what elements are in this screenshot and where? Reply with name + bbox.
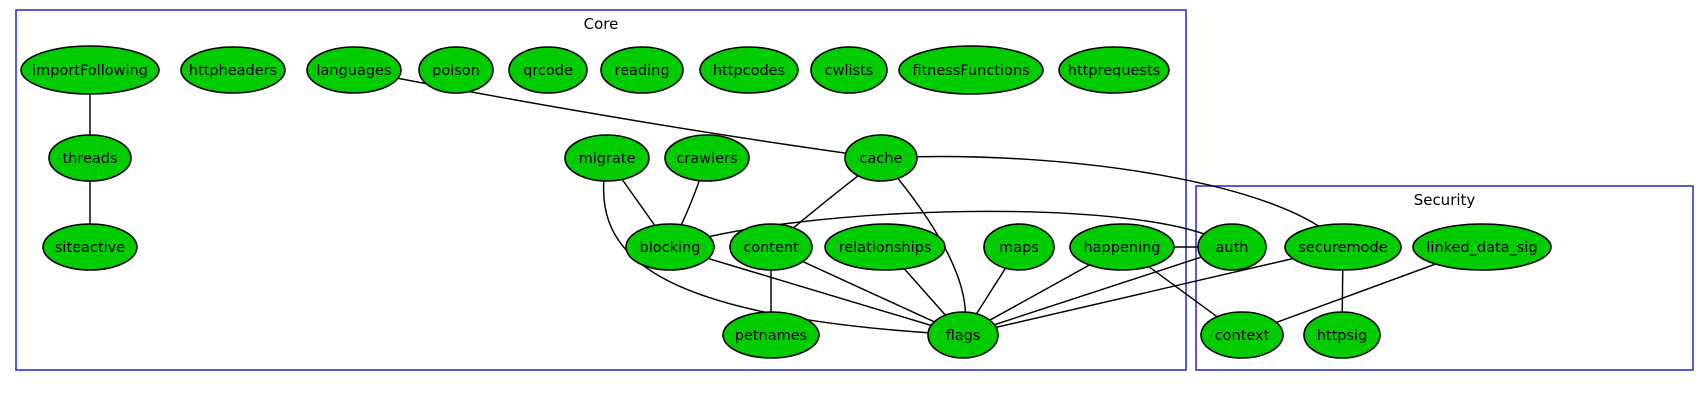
node-shape-securemode[interactable] bbox=[1284, 223, 1402, 271]
node-label-httpheaders: httpheaders bbox=[189, 63, 277, 79]
node-label-cache: cache bbox=[860, 151, 903, 167]
node-linked_data_sig[interactable]: linked_data_sig bbox=[1412, 223, 1552, 271]
node-auth[interactable]: auth bbox=[1197, 223, 1267, 271]
node-cwlists[interactable]: cwlists bbox=[810, 46, 888, 94]
edge-blocking-to-flags bbox=[669, 246, 956, 334]
node-shape-languages[interactable] bbox=[306, 46, 402, 94]
node-label-httprequests: httprequests bbox=[1068, 63, 1160, 79]
node-label-happening: happening bbox=[1083, 240, 1160, 256]
node-relationships[interactable]: relationships bbox=[824, 223, 946, 271]
edge-blocking-to-auth bbox=[670, 210, 1225, 248]
node-label-cwlists: cwlists bbox=[825, 63, 874, 79]
node-label-flags: flags bbox=[946, 328, 981, 344]
node-flags[interactable]: flags bbox=[927, 311, 999, 359]
node-label-fitnessFunctions: fitnessFunctions bbox=[912, 63, 1029, 79]
node-label-qrcode: qrcode bbox=[523, 63, 573, 79]
node-shape-context[interactable] bbox=[1200, 311, 1284, 359]
node-label-context: context bbox=[1215, 328, 1270, 344]
cluster-border-security bbox=[1195, 185, 1694, 371]
node-label-siteactive: siteactive bbox=[55, 240, 125, 256]
node-context[interactable]: context bbox=[1200, 311, 1284, 359]
node-label-maps: maps bbox=[999, 240, 1039, 256]
node-languages[interactable]: languages bbox=[306, 46, 402, 94]
node-shape-poison[interactable] bbox=[418, 46, 494, 94]
node-shape-linked_data_sig[interactable] bbox=[1412, 223, 1552, 271]
node-label-auth: auth bbox=[1216, 240, 1249, 256]
node-shape-siteactive[interactable] bbox=[42, 223, 138, 271]
node-shape-content[interactable] bbox=[729, 223, 813, 271]
node-label-languages: languages bbox=[316, 63, 391, 79]
node-shape-cache[interactable] bbox=[844, 134, 918, 182]
node-shape-petnames[interactable] bbox=[722, 311, 820, 359]
edges-layer bbox=[86, 69, 1483, 338]
node-poison[interactable]: poison bbox=[418, 46, 494, 94]
cluster-label-core: Core bbox=[584, 15, 619, 33]
node-threads[interactable]: threads bbox=[48, 134, 132, 182]
node-content[interactable]: content bbox=[729, 223, 813, 271]
node-shape-happening[interactable] bbox=[1069, 223, 1175, 271]
node-importFollowing[interactable]: importFollowing bbox=[20, 45, 160, 95]
node-happening[interactable]: happening bbox=[1069, 223, 1175, 271]
node-shape-fitnessFunctions[interactable] bbox=[898, 45, 1044, 95]
node-migrate[interactable]: migrate bbox=[564, 134, 650, 182]
node-petnames[interactable]: petnames bbox=[722, 311, 820, 359]
node-reading[interactable]: reading bbox=[600, 46, 684, 94]
node-shape-importFollowing[interactable] bbox=[20, 45, 160, 95]
node-shape-crawlers[interactable] bbox=[664, 134, 750, 182]
node-label-threads: threads bbox=[62, 151, 117, 167]
node-shape-blocking[interactable] bbox=[625, 223, 715, 271]
node-label-content: content bbox=[743, 240, 799, 256]
node-label-petnames: petnames bbox=[735, 328, 808, 344]
node-shape-reading[interactable] bbox=[600, 46, 684, 94]
cluster-border-core bbox=[15, 9, 1187, 371]
node-httpsig[interactable]: httpsig bbox=[1303, 311, 1381, 359]
cluster-core: Core bbox=[15, 9, 1187, 371]
node-label-linked_data_sig: linked_data_sig bbox=[1426, 240, 1537, 256]
edge-auth-to-flags bbox=[970, 246, 1233, 333]
node-securemode[interactable]: securemode bbox=[1284, 223, 1402, 271]
node-label-httpsig: httpsig bbox=[1317, 328, 1368, 344]
node-httpheaders[interactable]: httpheaders bbox=[180, 46, 286, 94]
node-httpcodes[interactable]: httpcodes bbox=[699, 46, 799, 94]
cluster-label-security: Security bbox=[1414, 191, 1476, 209]
node-label-relationships: relationships bbox=[839, 240, 932, 256]
edge-securemode-to-cache bbox=[889, 153, 1344, 248]
node-shape-auth[interactable] bbox=[1197, 223, 1267, 271]
node-blocking[interactable]: blocking bbox=[625, 223, 715, 271]
node-shape-httpcodes[interactable] bbox=[699, 46, 799, 94]
nodes-layer: importFollowing httpheaders languages poiso… bbox=[20, 45, 1552, 359]
node-fitnessFunctions[interactable]: fitnessFunctions bbox=[898, 45, 1044, 95]
node-shape-threads[interactable] bbox=[48, 134, 132, 182]
node-shape-qrcode[interactable] bbox=[508, 46, 588, 94]
edge-securemode-to-flags bbox=[970, 246, 1344, 335]
node-label-poison: poison bbox=[432, 63, 480, 79]
node-shape-httpheaders[interactable] bbox=[180, 46, 286, 94]
node-shape-flags[interactable] bbox=[927, 311, 999, 359]
node-crawlers[interactable]: crawlers bbox=[664, 134, 750, 182]
cluster-security: Security bbox=[1195, 185, 1694, 371]
node-maps[interactable]: maps bbox=[983, 223, 1055, 271]
node-label-importFollowing: importFollowing bbox=[32, 63, 148, 79]
node-label-httpcodes: httpcodes bbox=[713, 63, 785, 79]
node-label-crawlers: crawlers bbox=[676, 151, 737, 167]
node-shape-migrate[interactable] bbox=[564, 134, 650, 182]
node-siteactive[interactable]: siteactive bbox=[42, 223, 138, 271]
node-label-securemode: securemode bbox=[1298, 240, 1387, 256]
node-shape-relationships[interactable] bbox=[824, 223, 946, 271]
node-shape-cwlists[interactable] bbox=[810, 46, 888, 94]
node-qrcode[interactable]: qrcode bbox=[508, 46, 588, 94]
node-label-reading: reading bbox=[614, 63, 669, 79]
node-label-migrate: migrate bbox=[579, 151, 636, 167]
node-label-blocking: blocking bbox=[640, 240, 701, 256]
edge-migrate-to-flags bbox=[602, 158, 955, 338]
node-httprequests[interactable]: httprequests bbox=[1058, 46, 1170, 94]
node-cache[interactable]: cache bbox=[844, 134, 918, 182]
node-shape-httprequests[interactable] bbox=[1058, 46, 1170, 94]
node-shape-maps[interactable] bbox=[983, 223, 1055, 271]
node-shape-httpsig[interactable] bbox=[1303, 311, 1381, 359]
